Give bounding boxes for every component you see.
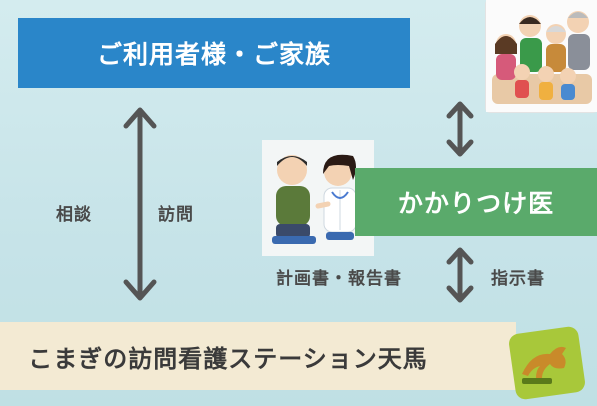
user-family-box: ご利用者様・ご家族 (18, 18, 410, 88)
consult-visit-arrow (123, 107, 157, 301)
instruction-label: 指示書 (491, 269, 545, 289)
station-box: こまぎの訪問看護ステーション天馬 (0, 322, 516, 390)
station-label: こまぎの訪問看護ステーション天馬 (28, 344, 428, 373)
tenma-horse-logo-icon (509, 326, 585, 400)
consultation-label: 相談 (56, 205, 92, 225)
doctor-station-arrow (446, 247, 474, 303)
family-illustration-icon (486, 0, 597, 112)
family-doctor-box: かかりつけ医 (355, 168, 597, 236)
visit-label: 訪問 (158, 205, 194, 225)
family-doctor-label: かかりつけ医 (397, 189, 555, 218)
user-doctor-arrow (446, 101, 474, 157)
user-family-label: ご利用者様・ご家族 (96, 40, 331, 69)
plan-report-label: 計画書・報告書 (276, 269, 402, 289)
